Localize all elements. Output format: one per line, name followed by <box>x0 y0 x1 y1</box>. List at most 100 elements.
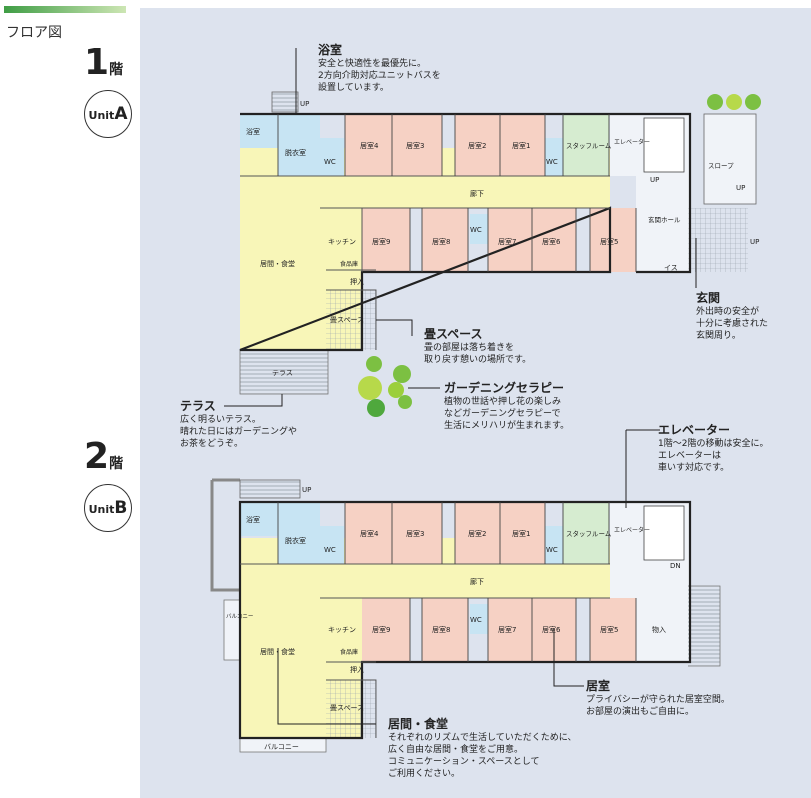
annotation-tatami: 畳スペース 畳の部屋は落ち着きを 取り戻す憩いの場所です。 <box>424 326 531 366</box>
f1-wc-right <box>545 138 563 176</box>
f2-oshiire-label: 押入 <box>350 665 364 674</box>
f2-balcony-left <box>223 599 241 661</box>
floor1-suffix: 階 <box>109 62 124 78</box>
f1-up-label-1: UP <box>300 100 309 108</box>
f2-stairwell <box>643 505 685 561</box>
annotation-elevator-line2: エレベーターは <box>658 451 722 461</box>
annotation-tatami-line2: 取り戻す憩いの場所です。 <box>424 355 532 365</box>
f2-room-dividers <box>277 502 637 662</box>
annotation-living: 居間・食堂 それぞれのリズムで生活していただくために、 広く自由な居間・食堂をご… <box>388 716 576 780</box>
unit-b-prefix: Unit <box>88 503 115 516</box>
garden-plant-6 <box>398 395 412 409</box>
f1-oshiire-label: 押入 <box>350 277 364 286</box>
f2-room8 <box>422 598 468 662</box>
f2-room3 <box>392 502 442 564</box>
f2-dressing <box>278 502 320 564</box>
f2-room1-label: 居室1 <box>512 529 530 538</box>
annotation-terrace-title: テラス <box>180 399 216 413</box>
f1-living-label: 居間・食堂 <box>260 259 295 268</box>
floor2-suffix: 階 <box>109 456 124 472</box>
floor1-labels: 浴室 脱衣室 WC 居室4 居室3 居室2 居室1 WC スタッフルーム 廊下 … <box>246 100 759 377</box>
f2-stairs-top <box>239 479 301 499</box>
f1-plant-3 <box>745 94 761 110</box>
f2-tatami-label: 畳スペース <box>330 704 364 712</box>
f1-room1 <box>500 114 545 176</box>
f2-room9 <box>362 598 410 662</box>
annotation-elevator-title: エレベーター <box>658 423 731 437</box>
annotation-garden-line2: などガーデニングセラピーで <box>444 409 561 419</box>
f2-balcony-left-label: バルコニー <box>226 613 253 620</box>
annotation-bath-title: 浴室 <box>318 43 343 57</box>
f1-inner-walls <box>240 175 610 272</box>
floor-plan-svg: 浴室 脱衣室 WC 居室4 居室3 居室2 居室1 WC スタッフルーム 廊下 … <box>210 48 761 753</box>
f1-room3 <box>392 114 442 176</box>
garden-plant-4 <box>388 382 404 398</box>
f1-entrance-hall-label: 玄関ホール <box>648 215 681 224</box>
f1-entrance-hall <box>636 176 690 272</box>
f2-balcony-bottom-label: バルコニー <box>264 743 299 751</box>
f2-room6-label: 居室6 <box>542 625 561 634</box>
f1-room9 <box>362 208 410 272</box>
f1-chair-label: イス <box>664 264 678 272</box>
f2-storage-large-label: 物入 <box>652 625 666 634</box>
f1-room9-label: 居室9 <box>372 237 390 246</box>
living-leader <box>277 648 376 725</box>
f2-corridor <box>240 564 610 598</box>
f2-bath-label: 浴室 <box>246 515 260 524</box>
f2-dn-label: DN <box>670 562 681 570</box>
f1-staff-label: スタッフルーム <box>566 141 612 150</box>
f1-room5 <box>590 208 636 272</box>
f1-wc-left <box>320 138 344 176</box>
f1-room2 <box>455 114 500 176</box>
f2-elevator-label: エレベーター <box>614 526 650 534</box>
f1-plant-2 <box>726 94 742 110</box>
unit-a-prefix: Unit <box>88 109 115 122</box>
annotation-elevator-line3: 車いす対応です。 <box>658 463 730 473</box>
f1-slope <box>703 113 757 205</box>
annotation-terrace: テラス 広く明るいテラス。 晴れた日にはガーデニングや お茶をどうぞ。 <box>180 398 297 450</box>
annotation-terrace-line2: 晴れた日にはガーデニングや <box>180 427 298 437</box>
f2-left-rail <box>210 478 240 592</box>
f1-room8-label: 居室8 <box>432 237 450 246</box>
f1-room8 <box>422 208 468 272</box>
f1-wc-mid-label: WC <box>470 226 482 234</box>
floor2-heading: 2階 <box>84 436 123 477</box>
f2-staff-label: スタッフルーム <box>566 529 612 538</box>
f2-tatami-space <box>326 680 376 738</box>
f2-storage-large <box>636 598 690 662</box>
f1-room6-label: 居室6 <box>542 237 561 246</box>
annotation-living-line4: ご利用ください。 <box>388 769 461 779</box>
annotation-entrance-line3: 玄関周り。 <box>696 331 741 341</box>
unit-a-badge: UnitA <box>84 90 132 138</box>
f1-wc-mid <box>470 214 488 244</box>
f1-stairwell <box>643 117 685 173</box>
f1-entrance-tiles <box>688 208 748 272</box>
f1-stairs-top <box>271 91 299 113</box>
f2-room9-label: 居室9 <box>372 625 390 634</box>
f1-slope-label: スロープ <box>708 162 734 170</box>
annotation-garden-line3: 生活にメリハリが生まれます。 <box>444 421 570 431</box>
f1-kitchen-label: キッチン <box>328 238 356 246</box>
f2-wc-left-label: WC <box>324 546 336 554</box>
f1-room2-label: 居室2 <box>468 141 486 150</box>
f1-room3-label: 居室3 <box>406 141 424 150</box>
annotation-entrance-line2: 十分に考慮された <box>696 319 769 329</box>
leader-lines <box>224 48 697 725</box>
f1-bath <box>240 114 278 148</box>
f2-room7 <box>488 598 532 662</box>
annotation-garden-line1: 植物の世話や押し花の楽しみ <box>444 397 562 407</box>
f2-corridor-label: 廊下 <box>470 577 484 586</box>
f2-wc-right-label: WC <box>546 546 558 554</box>
sidebar: フロア図 1階 UnitA 2階 UnitB <box>0 0 140 798</box>
garden-plant-2 <box>358 376 382 400</box>
f2-tatami-walls <box>326 661 377 738</box>
f2-wc-left <box>320 526 344 564</box>
annotation-tatami-title: 畳スペース <box>424 327 483 341</box>
f1-tatami-walls <box>326 269 377 350</box>
annotation-terrace-line1: 広く明るいテラス。 <box>180 415 261 425</box>
floor2-labels: 浴室 脱衣室 WC 居室4 居室3 居室2 居室1 WC スタッフルーム 廊下 … <box>226 486 681 751</box>
f2-wc-right <box>545 526 563 564</box>
f2-up-label: UP <box>302 486 311 494</box>
f1-outer-wall <box>239 112 692 352</box>
f1-tatami-label: 畳スペース <box>330 316 364 324</box>
